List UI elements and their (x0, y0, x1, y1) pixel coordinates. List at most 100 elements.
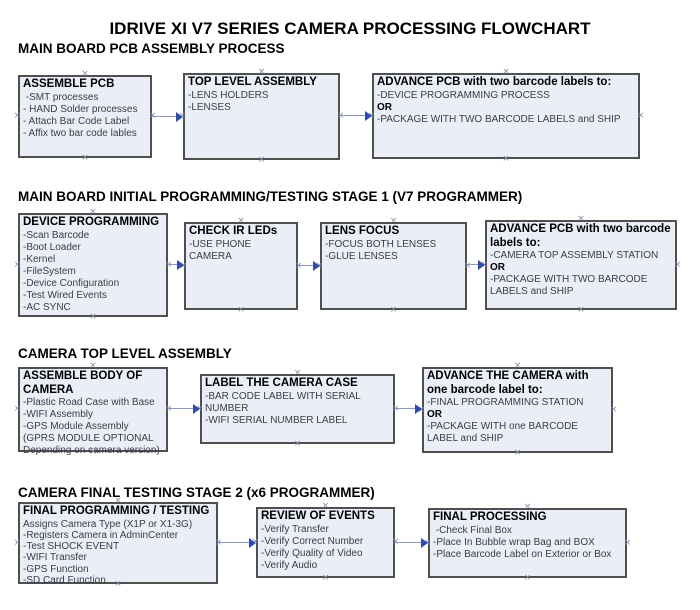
flow-arrow (168, 404, 200, 414)
box-item: Depending on camera version) (23, 445, 160, 456)
connection-anchor-icon: × (321, 573, 330, 583)
box-item: -CAMERA TOP ASSEMBLY STATION (490, 250, 659, 261)
flow-box-assemble-body-of-camera[interactable]: ASSEMBLE BODY OF CAMERA -Plastic Road Ca… (14, 362, 173, 457)
box-item: -Test Wired Events (23, 289, 107, 301)
connection-anchor-icon: × (293, 439, 302, 449)
flow-box-advance-pcb-1[interactable]: ADVANCE PCB with two barcode labels to: … (368, 68, 645, 164)
box-item-or: OR (427, 409, 442, 420)
flow-box-device-programming[interactable]: DEVICE PROGRAMMING -Scan Barcode -Boot L… (14, 208, 173, 322)
section-heading-camera-top-assembly: CAMERA TOP LEVEL ASSEMBLY (18, 346, 232, 361)
flow-box-top-level-assembly[interactable]: TOP LEVEL ASSEMBLY -LENS HOLDERS -LENSES… (179, 68, 345, 165)
box-title: ASSEMBLE BODY OF CAMERA (23, 370, 143, 396)
box-item: -PACKAGE WITH TWO BARCODE LABELS and SHI… (490, 274, 651, 297)
box-item: -FOCUS BOTH LENSES (325, 238, 437, 250)
connection-anchor-icon: × (89, 312, 97, 322)
box-item-or: OR (490, 262, 505, 273)
section-heading-pcb-assembly: MAIN BOARD PCB ASSEMBLY PROCESS (18, 41, 285, 56)
connection-anchor-icon: × (13, 537, 22, 548)
box-item: -DEVICE PROGRAMMING PROCESS (377, 89, 550, 101)
box-title: CHECK IR LEDs (189, 225, 278, 237)
box-title: LABEL THE CAMERA CASE (205, 377, 358, 389)
connection-anchor-icon: × (13, 404, 22, 414)
flow-arrow (298, 261, 320, 271)
box-title: TOP LEVEL ASSEMBLY (188, 76, 317, 88)
box-item: -Device Configuration (23, 277, 120, 289)
flow-box-lens-focus[interactable]: LENS FOCUS -FOCUS BOTH LENSES -GLUE LENS… (316, 217, 472, 315)
box-title: ADVANCE PCB with two barcode labels to: (377, 76, 612, 88)
box-item: -PACKAGE WITH one BARCODE LABEL and SHIP (427, 421, 581, 444)
flow-box-final-programming-testing[interactable]: FINAL PROGRAMMING / TESTING Assigns Came… (14, 497, 223, 589)
connection-anchor-icon: × (523, 573, 532, 583)
box-item: Assigns Camera Type (X1P or X1-3G) (23, 518, 193, 530)
box-title: ADVANCE PCB with two barcode labels to: (490, 223, 671, 249)
connection-anchor-icon: × (13, 111, 22, 121)
box-item: -Kernel (23, 253, 56, 265)
box-item: -PACKAGE WITH TWO BARCODE LABELS and SHI… (377, 113, 621, 125)
box-item: -GPS Function (23, 563, 89, 575)
box-item: -Test SHOCK EVENT (23, 541, 120, 553)
connection-anchor-icon: × (513, 448, 522, 458)
box-item-or: OR (377, 101, 392, 113)
box-item: (GPRS MODULE OPTIONAL (23, 433, 154, 444)
box-item: -WIFI SERIAL NUMBER LABEL (205, 414, 348, 426)
box-item: -BAR CODE LABEL WITH SERIAL NUMBER (205, 390, 364, 414)
flow-box-check-ir-leds[interactable]: CHECK IR LEDs -USE PHONE CAMERA ×××× (180, 217, 303, 315)
box-item: -Place Barcode Label on Exterior or Box (433, 548, 612, 560)
box-title: FINAL PROCESSING (433, 511, 547, 523)
box-item: -Verify Audio (261, 559, 318, 571)
box-item: - Attach Bar Code Label (23, 115, 130, 127)
box-item: -GPS Module Assembly (23, 421, 129, 432)
box-item: -Place In Bubble wrap Bag and BOX (433, 536, 595, 548)
box-title: REVIEW OF EVENTS (261, 510, 375, 522)
box-item: -WIFI Assembly (23, 409, 94, 420)
box-item: -LENS HOLDERS (188, 89, 269, 101)
box-item: -USE PHONE CAMERA (189, 238, 255, 262)
box-item: -Verify Quality of Video (261, 547, 363, 559)
box-item: -Plastic Road Case with Base (23, 397, 155, 408)
box-title: ASSEMBLE PCB (23, 78, 115, 90)
page-title: IDRIVE XI V7 SERIES CAMERA PROCESSING FL… (109, 19, 591, 38)
box-title: LENS FOCUS (325, 225, 400, 237)
flow-box-label-the-camera-case[interactable]: LABEL THE CAMERA CASE -BAR CODE LABEL WI… (196, 369, 400, 449)
section-heading-final-testing: CAMERA FINAL TESTING STAGE 2 (x6 PROGRAM… (18, 485, 375, 500)
box-item: -FINAL PROGRAMMING STATION (427, 397, 584, 408)
connection-anchor-icon: × (673, 259, 682, 270)
box-item: -SMT processes (23, 91, 99, 103)
section-heading-initial-programming: MAIN BOARD INITIAL PROGRAMMING/TESTING S… (18, 189, 523, 204)
flow-arrow (340, 111, 372, 121)
connection-anchor-icon: × (389, 305, 398, 315)
connection-anchor-icon: × (623, 537, 632, 548)
flow-arrow (218, 538, 256, 548)
flow-arrow (395, 404, 422, 414)
flow-box-advance-the-camera[interactable]: ADVANCE THE CAMERA with one barcode labe… (418, 362, 618, 458)
flow-arrow (152, 112, 183, 122)
box-item: -Verify Transfer (261, 523, 329, 535)
flow-arrow (395, 538, 428, 548)
box-item: -AC SYNC (23, 301, 71, 313)
box-title: ADVANCE THE CAMERA with one barcode labe… (427, 370, 589, 396)
box-item: -Boot Loader (23, 241, 81, 253)
flow-box-advance-pcb-2[interactable]: ADVANCE PCB with two barcode labels to: … (481, 215, 682, 315)
box-item: - HAND Solder processes (23, 103, 138, 115)
flow-box-assemble-pcb[interactable]: ASSEMBLE PCB -SMT processes - HAND Solde… (14, 70, 157, 163)
box-title: DEVICE PROGRAMMING (23, 216, 160, 228)
connection-anchor-icon: × (502, 154, 510, 164)
box-item: -Verify Correct Number (261, 535, 364, 547)
connection-anchor-icon: × (237, 305, 245, 315)
connection-anchor-icon: × (257, 155, 266, 165)
box-title: FINAL PROGRAMMING / TESTING (23, 505, 210, 517)
flow-arrow (467, 260, 485, 270)
flow-box-review-of-events[interactable]: REVIEW OF EVENTS -Verify Transfer -Verif… (252, 502, 400, 583)
connection-anchor-icon: × (577, 305, 585, 315)
box-item: -SD Card Function (23, 574, 106, 586)
box-item: -LENSES (188, 101, 231, 113)
box-item: -WIFI Transfer (23, 552, 87, 564)
box-item: -Scan Barcode (23, 229, 90, 241)
connection-anchor-icon: × (13, 259, 22, 270)
box-item: -Check Final Box (433, 524, 512, 536)
box-item: -FileSystem (23, 265, 76, 277)
connection-anchor-icon: × (81, 153, 89, 163)
flow-box-final-processing[interactable]: FINAL PROCESSING -Check Final Box -Place… (424, 503, 632, 583)
box-item: -Registers Camera in AdminCenter (23, 529, 179, 541)
